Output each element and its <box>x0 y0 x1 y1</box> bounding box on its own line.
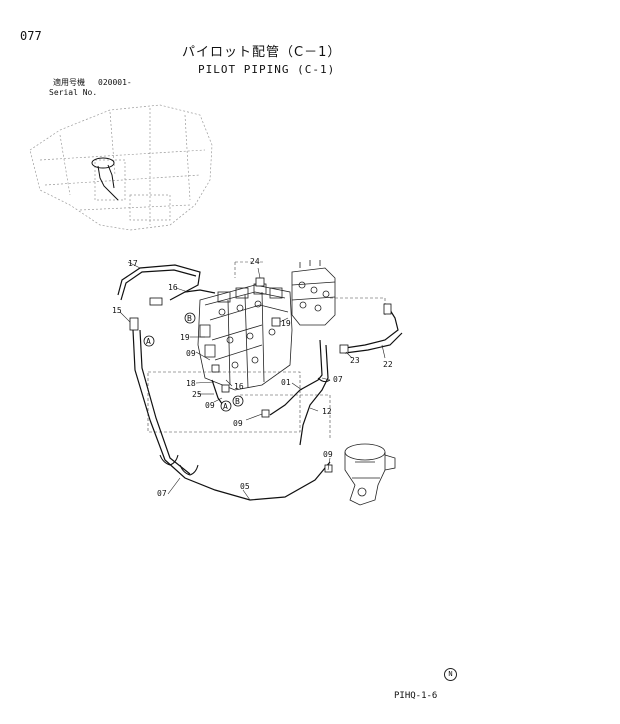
pilot-hoses <box>117 264 403 501</box>
callout-24: 24 <box>250 257 260 266</box>
control-valve-assembly <box>197 283 293 391</box>
callout-18: 18 <box>186 379 196 388</box>
port-a-label: A <box>146 337 151 346</box>
swivel-joint <box>344 443 396 506</box>
pilot-valve-assembly <box>291 260 336 326</box>
callout-01: 01 <box>281 378 291 387</box>
serial-number: 020001- <box>98 78 132 87</box>
callout-16: 16 <box>168 283 178 292</box>
port-marker-b-lower: B <box>232 395 244 407</box>
callout-07: 07 <box>157 489 167 498</box>
serial-label-japanese: 適用号機 <box>53 78 85 87</box>
callout-22: 22 <box>383 360 393 369</box>
callout-19: 19 <box>281 319 291 328</box>
port-marker-b-upper: B <box>184 312 196 324</box>
port-b-label: B <box>187 314 192 323</box>
callout-09: 09 <box>205 401 215 410</box>
overview-highlight <box>91 157 119 201</box>
hose-clamps <box>159 377 331 476</box>
serial-label-english: Serial No. <box>49 88 98 97</box>
port-b-label: B <box>235 397 240 406</box>
callout-05: 05 <box>240 482 250 491</box>
port-a-label: A <box>223 402 228 411</box>
callout-23: 23 <box>350 356 360 365</box>
title-english: PILOT PIPING (C-1) <box>198 63 336 76</box>
callout-09: 09 <box>323 450 333 459</box>
machine-overview-thumbnail <box>29 104 213 231</box>
port-marker-a-lower: A <box>220 400 232 412</box>
title-japanese: パイロット配管（C－1） <box>182 45 342 60</box>
callout-07: 07 <box>333 375 343 384</box>
callout-17: 17 <box>128 259 138 268</box>
port-marker-a-upper: A <box>143 335 155 347</box>
callout-19: 19 <box>180 333 190 342</box>
callout-16: 16 <box>234 382 244 391</box>
callout-12: 12 <box>322 407 332 416</box>
footer-code: PIHQ-1-6 <box>394 691 438 701</box>
leader-lines <box>119 261 386 501</box>
callout-15: 15 <box>112 306 122 315</box>
callout-09: 09 <box>233 419 243 428</box>
fittings <box>129 277 392 473</box>
revision-mark-icon: N <box>444 668 457 681</box>
page-number: 077 <box>20 29 42 43</box>
callout-09: 09 <box>186 349 196 358</box>
callout-25: 25 <box>192 390 202 399</box>
